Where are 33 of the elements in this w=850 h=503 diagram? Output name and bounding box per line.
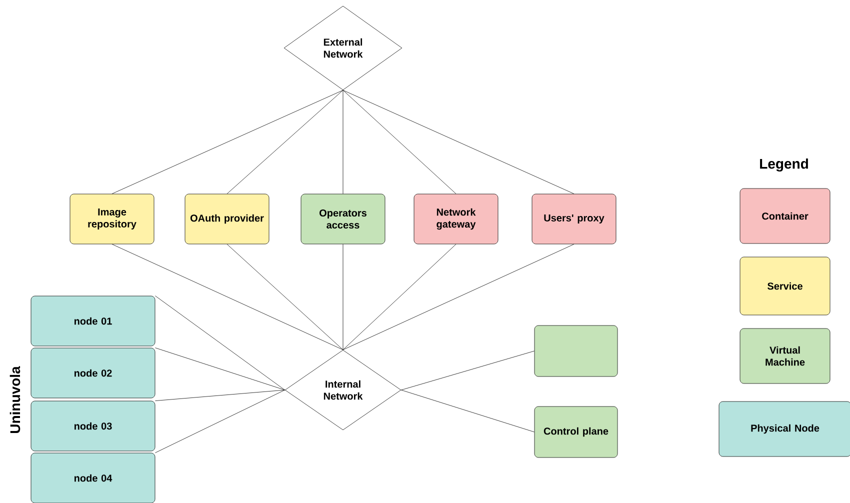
connector-line (342, 90, 574, 194)
container-box: Network gateway (414, 194, 498, 244)
group-label: Uninuvola (10, 366, 20, 433)
container-box: Users' proxy (532, 194, 616, 244)
connector-line (155, 296, 285, 390)
legend-item: Physical Node (718, 401, 850, 457)
physical-node-box: node 03 (30, 400, 156, 452)
connector-line (342, 244, 574, 350)
vm-box: Control plane (534, 406, 618, 458)
connector-line (342, 244, 344, 350)
physical-node-box: node 01 (30, 296, 156, 346)
physical-node-box: node 04 (30, 452, 156, 503)
connector-line (226, 244, 344, 350)
legend-item: Virtual Machine (740, 328, 830, 384)
legend-title: Legend (760, 158, 808, 172)
legend-item: Service (740, 256, 830, 316)
connector-line (155, 348, 285, 390)
physical-node-box: node 02 (30, 348, 156, 398)
connector-line (112, 90, 344, 194)
service-box: Image repository (70, 194, 154, 244)
connector-line (155, 390, 285, 401)
connector-line (342, 90, 456, 194)
vm-box: Operators access (300, 194, 386, 244)
connector-line (226, 90, 344, 194)
empty-box (534, 325, 618, 377)
connector-line (112, 244, 344, 350)
legend-item: Container (740, 188, 830, 244)
connector-line (342, 90, 344, 194)
connector-line (342, 244, 456, 350)
connector-line (401, 350, 534, 390)
connector-line (155, 390, 285, 453)
connector-line (401, 390, 534, 432)
service-box: OAuth provider (184, 194, 270, 244)
